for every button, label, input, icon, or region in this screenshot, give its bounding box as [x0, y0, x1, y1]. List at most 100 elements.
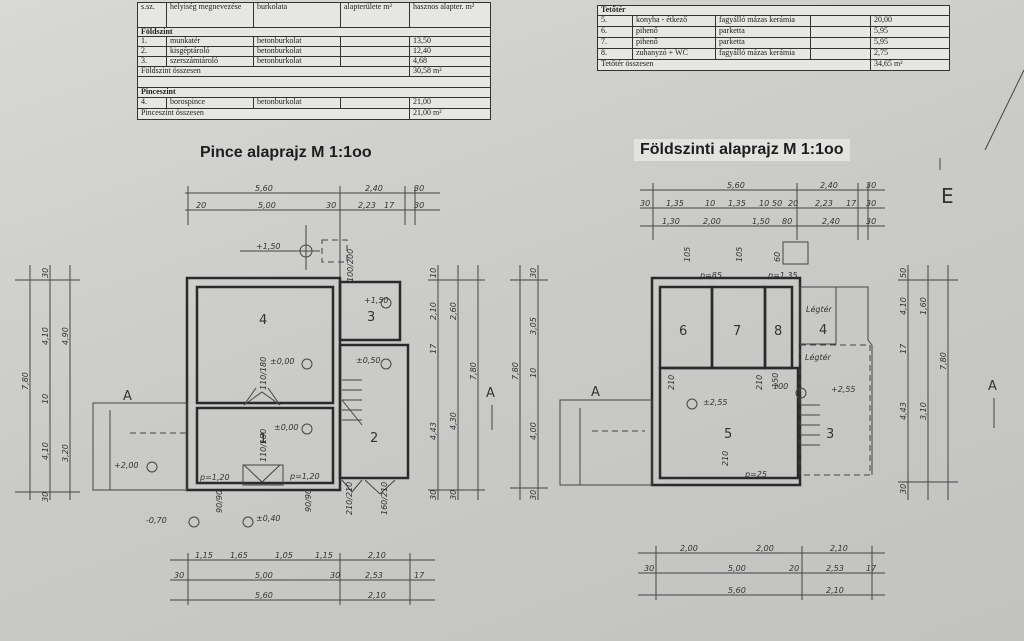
section-mark-a: A [988, 379, 997, 394]
room-number: 8 [774, 324, 782, 339]
cell [340, 97, 410, 109]
basement-room-table: s.sz. helyiség megnevezése burkolata ala… [137, 2, 491, 120]
cell: 4. [137, 97, 167, 109]
header-area: alapterülete m² [340, 2, 410, 28]
ground-floor-plan-title: Földszinti alaprajz M 1:1oo [634, 139, 850, 161]
dim-label: 17 [866, 564, 877, 573]
cell: 2. [137, 46, 167, 57]
section-mark-a: A [591, 385, 600, 400]
cell: pihenő [632, 26, 716, 38]
room-number: 3 [367, 310, 375, 325]
dim-label: 2,00 [703, 217, 721, 226]
dim-label: 30 [41, 492, 50, 502]
level-label: +1,50 [364, 296, 389, 305]
dim-label: 20 [788, 199, 798, 208]
window-label: p=1,20 [289, 472, 320, 481]
dim-label: 1,65 [230, 551, 248, 560]
dim-label: 2,10 [368, 551, 386, 560]
room-number: 4 [819, 323, 827, 338]
door-size: 210/210 [345, 482, 354, 515]
header-flooring: burkolata [253, 2, 341, 28]
total-value: 34,65 m² [870, 59, 950, 71]
cell [340, 36, 410, 47]
dim-label: 2,40 [365, 184, 383, 193]
dim-label: 1,35 [728, 199, 746, 208]
dim-label: 5,60 [727, 181, 745, 190]
cell: 1. [137, 36, 167, 47]
level-label: +1,50 [256, 242, 281, 251]
dim-label: 4,10 [41, 442, 50, 460]
dim-label: 4,10 [41, 327, 50, 345]
total-value: 21,00 m² [409, 108, 491, 120]
door-size: 150 [771, 373, 780, 388]
cell: kisgéptároló [166, 46, 254, 57]
dim-label: 30 [866, 217, 876, 226]
cell: 6. [597, 26, 633, 38]
cell: pihenő [632, 37, 716, 49]
cell: 2,75 [870, 48, 950, 60]
dim-label: 30 [41, 268, 50, 278]
void-label: Légtér [805, 352, 832, 362]
dim-label: 20 [196, 201, 206, 210]
void-label: Légtér [806, 304, 833, 314]
dim-label: 2,10 [830, 544, 848, 553]
door-size: 100 [773, 382, 788, 391]
dim-label: 2,23 [815, 199, 833, 208]
dim-label: 1,15 [315, 551, 333, 560]
dim-label: 50 [899, 268, 908, 278]
cell: 21,00 [409, 97, 491, 109]
door-size: 210 [667, 375, 676, 390]
dim-label: 4,43 [899, 402, 908, 420]
dim-label: 10 [41, 394, 50, 404]
door-size: 210 [755, 375, 764, 390]
dim-label: 10 [759, 199, 769, 208]
level-label: ±0,50 [356, 356, 381, 365]
dim-label: 2,53 [826, 564, 844, 573]
level-label: ±0,00 [274, 423, 299, 432]
window-label: p=1,35 [767, 271, 798, 280]
room-number: 7 [733, 324, 741, 339]
room-number: 3 [826, 427, 834, 442]
cell: borospince [166, 97, 254, 109]
window-label: p=25 [744, 470, 767, 479]
cell: konyha - étkező [632, 15, 716, 27]
cell [810, 48, 871, 60]
door-size: 210 [721, 451, 730, 466]
cell: 12,40 [409, 46, 491, 57]
level-label: ±0,40 [256, 514, 281, 523]
dim-label: 4,30 [449, 412, 458, 430]
dim-label: 3,10 [919, 402, 928, 420]
cell: 5. [597, 15, 633, 27]
dim-label: 2,10 [429, 302, 438, 320]
total-label: Pinceszint összesen [137, 108, 410, 120]
cell: munkatér [166, 36, 254, 47]
dim-label: 30 [414, 201, 424, 210]
cell: parketta [715, 26, 811, 38]
level-label: ±2,55 [703, 398, 728, 407]
dim-label: 1,35 [666, 199, 684, 208]
dim-label: 2,10 [368, 591, 386, 600]
dim-label: 1,60 [919, 297, 928, 315]
dim-label: 80 [782, 217, 792, 226]
blank-row [137, 76, 491, 88]
dim-label: 30 [866, 181, 876, 190]
dim-label: 30 [899, 484, 908, 494]
cell: 13,50 [409, 36, 491, 47]
cell: 3. [137, 56, 167, 67]
level-label: -0,70 [146, 516, 167, 525]
dim-label: 10 [429, 268, 438, 278]
room-number: 2 [370, 431, 378, 446]
dim-label: 30 [414, 184, 424, 193]
header-room: helyiség megnevezése [166, 2, 254, 28]
cell: fagyálló mázas kerámia [715, 48, 811, 60]
level-label: ±0,00 [270, 357, 295, 366]
window-size: 60 [773, 252, 782, 262]
cell: parketta [715, 37, 811, 49]
cell: betonburkolat [253, 97, 341, 109]
dim-label: 5,00 [728, 564, 746, 573]
